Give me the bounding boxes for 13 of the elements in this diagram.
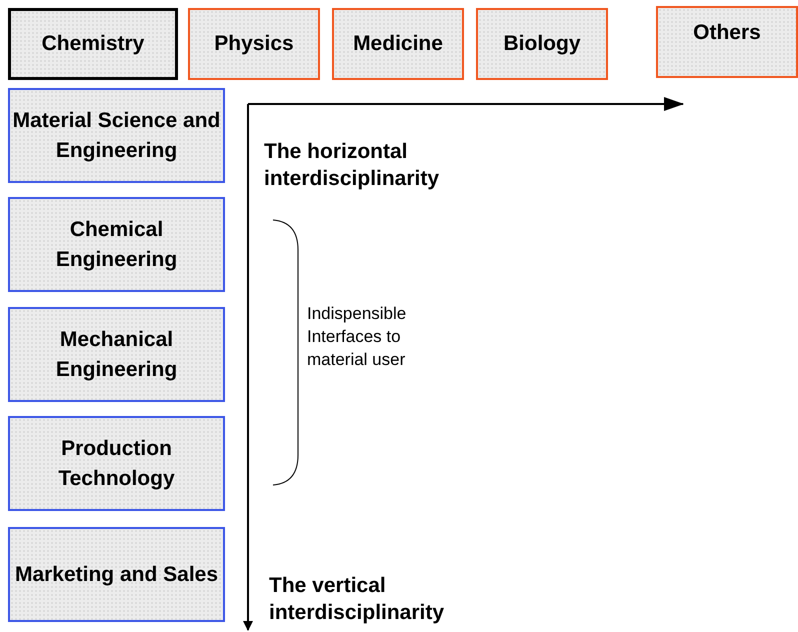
- discipline-box: Material Science and Engineering: [8, 88, 225, 183]
- discipline-box: Medicine: [332, 8, 464, 80]
- discipline-box: Marketing and Sales: [8, 527, 225, 622]
- axis-label: The horizontal interdisciplinarity: [264, 139, 440, 192]
- annotation-text: Indispensible Interfaces to material user: [307, 303, 408, 371]
- discipline-box: Production Technology: [8, 416, 225, 511]
- discipline-box: Physics: [188, 8, 320, 80]
- discipline-box: Biology: [476, 8, 608, 80]
- discipline-box: Chemistry: [8, 8, 178, 80]
- discipline-box: Chemical Engineering: [8, 197, 225, 292]
- discipline-box: Others: [656, 6, 798, 78]
- discipline-box: Mechanical Engineering: [8, 307, 225, 402]
- axis-label: The vertical interdisciplinarity: [269, 573, 446, 626]
